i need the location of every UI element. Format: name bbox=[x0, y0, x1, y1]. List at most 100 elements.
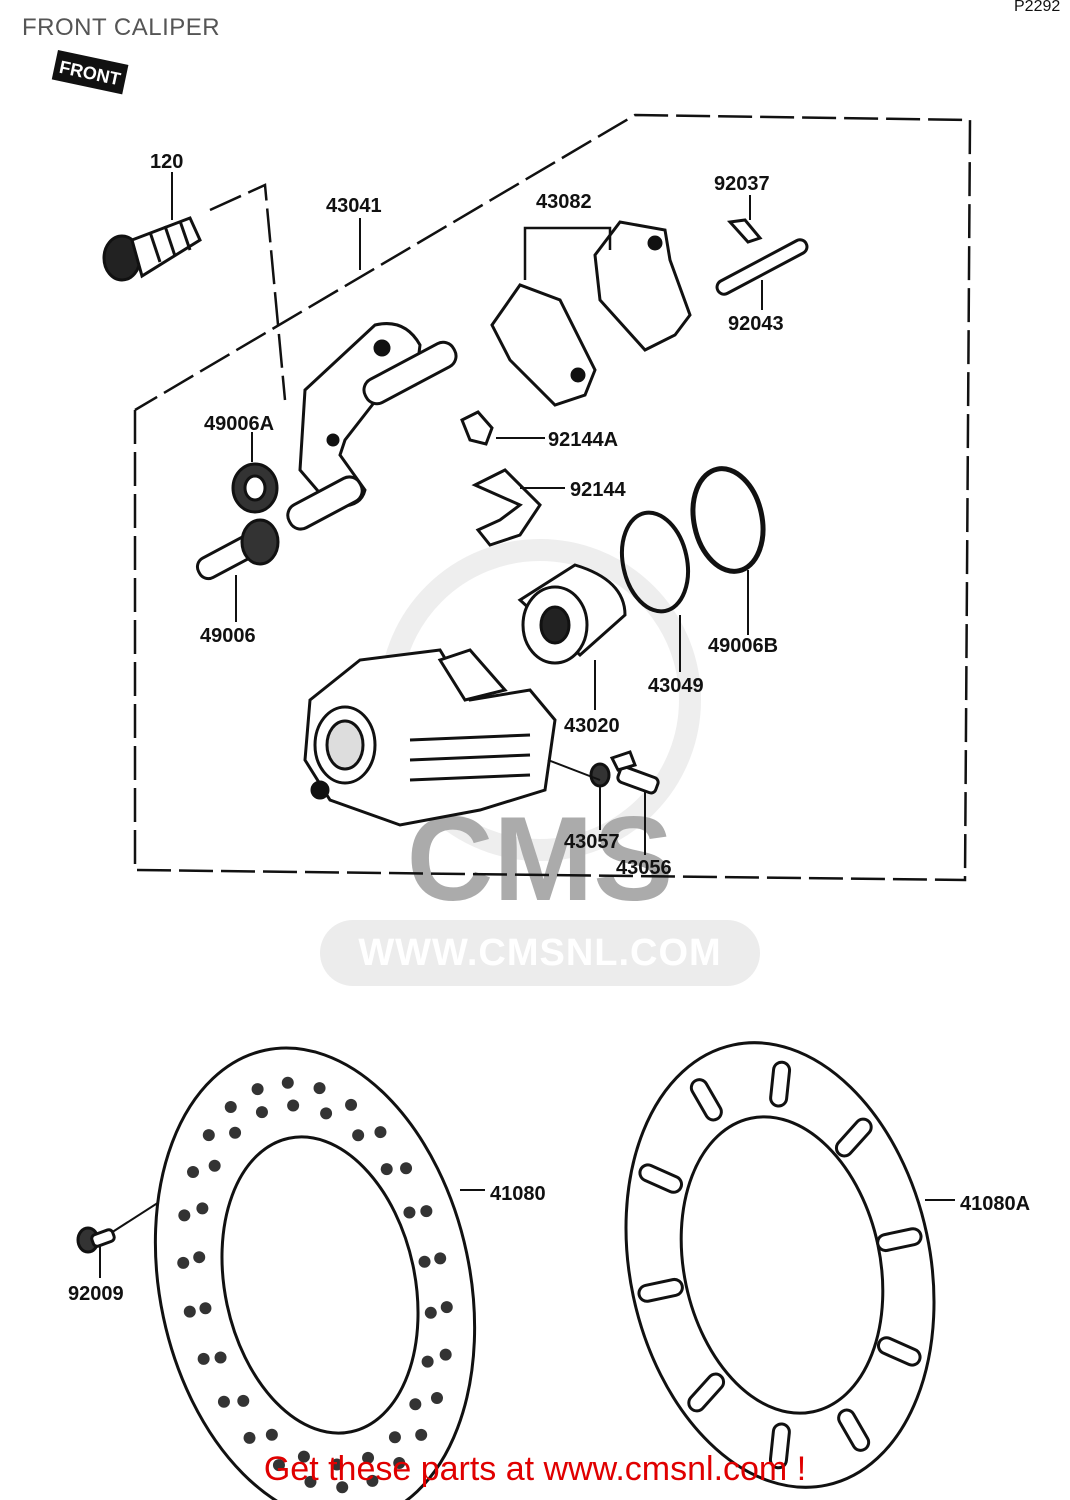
disc-hole bbox=[440, 1301, 453, 1314]
disc-hole bbox=[409, 1398, 422, 1411]
disc-hole bbox=[380, 1163, 393, 1176]
label-43041: 43041 bbox=[326, 195, 382, 217]
assembly-frame bbox=[133, 113, 972, 882]
disc-slot bbox=[689, 1078, 723, 1122]
disc-hole bbox=[352, 1129, 365, 1142]
disc-hole bbox=[214, 1351, 227, 1364]
clip-92144 bbox=[471, 468, 542, 547]
disc-holes bbox=[177, 1076, 453, 1494]
disc-hole bbox=[313, 1082, 326, 1095]
label-49006: 49006 bbox=[200, 625, 256, 647]
clip-92144A bbox=[460, 410, 494, 446]
disc-hole bbox=[424, 1306, 437, 1319]
disc-slot bbox=[834, 1117, 873, 1158]
label-120: 120 bbox=[150, 151, 183, 173]
label-41080A: 41080A bbox=[960, 1193, 1030, 1215]
diagram-code: P2292 bbox=[1014, 0, 1061, 15]
disc-hole bbox=[197, 1352, 210, 1365]
disc-hole bbox=[336, 1481, 349, 1494]
brake-pads-43082 bbox=[490, 220, 692, 407]
pads-bracket-line bbox=[523, 226, 612, 280]
disc-hole bbox=[430, 1392, 443, 1405]
disc-hole bbox=[420, 1205, 433, 1218]
disc-hole bbox=[418, 1255, 431, 1268]
disc-hole bbox=[287, 1099, 300, 1112]
disc-hole bbox=[202, 1129, 215, 1142]
brake-disc-41080 bbox=[153, 1046, 477, 1500]
bolt-120 bbox=[102, 216, 202, 282]
disc-hole bbox=[193, 1251, 206, 1264]
disc-hole bbox=[366, 1474, 379, 1487]
disc-hole bbox=[178, 1209, 191, 1222]
label-92144A: 92144A bbox=[548, 429, 618, 451]
label-92043: 92043 bbox=[728, 313, 784, 335]
disc-hole bbox=[251, 1083, 264, 1096]
disc-hole bbox=[320, 1107, 333, 1120]
disc-hole bbox=[229, 1126, 242, 1139]
disc-hole bbox=[439, 1348, 452, 1361]
caliper-body bbox=[303, 648, 557, 827]
disc-hole bbox=[217, 1395, 230, 1408]
disc-hole bbox=[255, 1106, 268, 1119]
disc-hole bbox=[415, 1428, 428, 1441]
label-43020: 43020 bbox=[564, 715, 620, 737]
front-tag: FRONT bbox=[51, 50, 129, 95]
bolt-92009 bbox=[76, 1226, 116, 1254]
disc-slot bbox=[637, 1277, 684, 1303]
label-43049: 43049 bbox=[648, 675, 704, 697]
label-43082: 43082 bbox=[536, 191, 592, 213]
disc-hole bbox=[388, 1431, 401, 1444]
bleeder-43056 bbox=[589, 750, 660, 795]
disc-hole bbox=[403, 1206, 416, 1219]
disc-hole bbox=[345, 1098, 358, 1111]
piston-43020 bbox=[517, 563, 627, 665]
label-92037: 92037 bbox=[714, 173, 770, 195]
disc-slot bbox=[769, 1060, 792, 1108]
disc-hole bbox=[400, 1162, 413, 1175]
disc-hole bbox=[265, 1428, 278, 1441]
pin-49006 bbox=[195, 518, 280, 581]
disc-hole bbox=[393, 1457, 406, 1470]
label-49006A: 49006A bbox=[204, 413, 274, 435]
disc-slots bbox=[637, 1060, 923, 1470]
disc-hole bbox=[434, 1252, 447, 1265]
caliper-bracket-43041 bbox=[286, 322, 458, 531]
bolt-frame-line bbox=[209, 183, 287, 401]
label-92009: 92009 bbox=[68, 1283, 124, 1305]
boot-49006A bbox=[231, 462, 279, 514]
disc-hole bbox=[199, 1302, 212, 1315]
disc-hole bbox=[374, 1126, 387, 1139]
watermark-url: WWW.CMSNL.COM bbox=[358, 932, 722, 974]
disc-hole bbox=[243, 1431, 256, 1444]
page-title: FRONT CALIPER bbox=[22, 14, 221, 41]
disc-hole bbox=[281, 1076, 294, 1089]
footer-promo-link[interactable]: Get these parts at www.cmsnl.com ! bbox=[263, 1450, 807, 1488]
label-92144: 92144 bbox=[570, 479, 626, 501]
pad-pin-92043 bbox=[715, 238, 809, 296]
disc-hole bbox=[330, 1458, 343, 1471]
disc-hole bbox=[196, 1202, 209, 1215]
disc-slot bbox=[876, 1227, 923, 1253]
disc-slot bbox=[876, 1336, 922, 1367]
disc-slot bbox=[768, 1422, 791, 1470]
clip-92037 bbox=[726, 218, 763, 244]
label-43057: 43057 bbox=[564, 831, 620, 853]
disc-slot bbox=[837, 1408, 871, 1452]
disc-hole bbox=[208, 1159, 221, 1172]
seal-49006B bbox=[690, 466, 766, 574]
disc-hole bbox=[297, 1450, 310, 1463]
disc-hole bbox=[224, 1100, 237, 1113]
watermark-logo: CMS bbox=[379, 539, 701, 926]
disc-hole bbox=[421, 1355, 434, 1368]
disc-hole bbox=[177, 1256, 190, 1269]
disc-hole bbox=[304, 1475, 317, 1488]
watermark-url-badge: WWW.CMSNL.COM bbox=[320, 920, 760, 986]
disc-slot bbox=[687, 1372, 726, 1413]
brake-disc-41080A bbox=[624, 1041, 936, 1489]
label-43056: 43056 bbox=[616, 857, 672, 879]
disc-hole bbox=[183, 1305, 196, 1318]
disc-hole bbox=[237, 1394, 250, 1407]
disc-hole bbox=[187, 1165, 200, 1178]
seal-43049 bbox=[620, 510, 690, 614]
